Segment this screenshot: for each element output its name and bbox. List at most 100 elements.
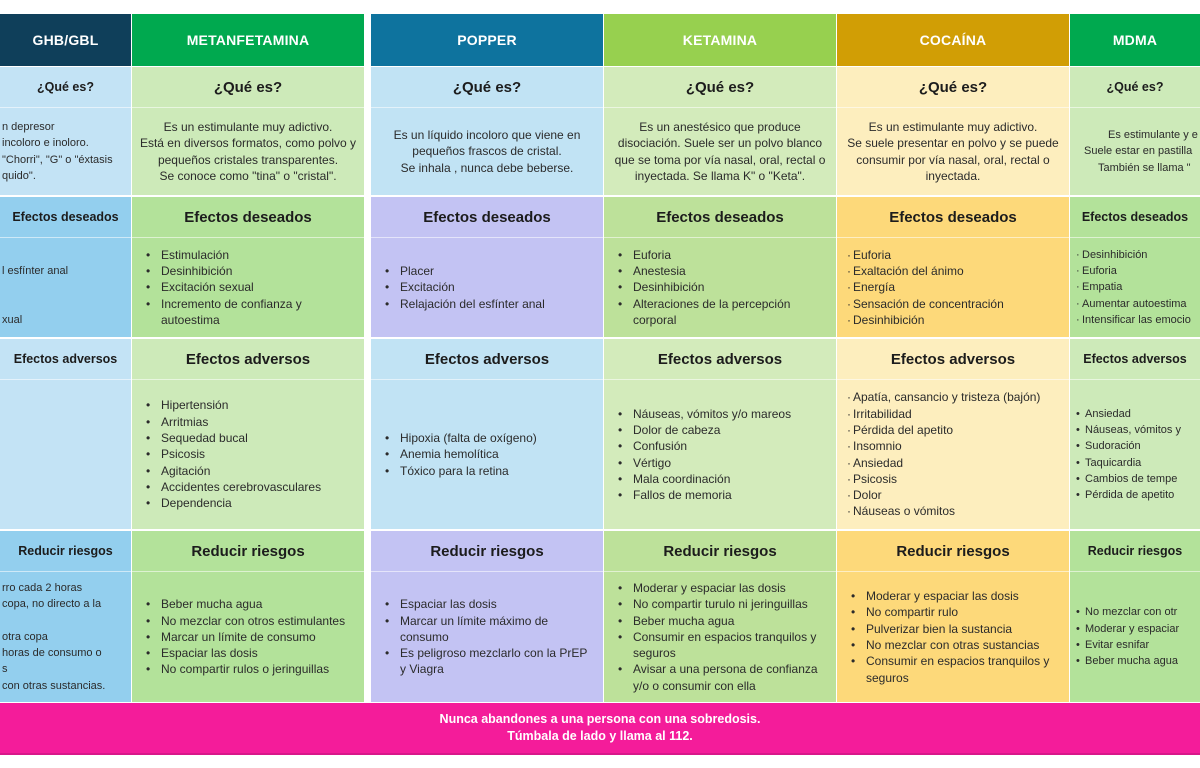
reduce-risks-title: Reducir riesgos <box>132 531 364 571</box>
adverse-effects-content: Náuseas, vómitos y/o mareosDolor de cabe… <box>604 379 836 529</box>
column-header: KETAMINA <box>604 14 836 66</box>
list-item: Dolor <box>847 487 1061 504</box>
reduce-risks-title: Reducir riesgos <box>1070 531 1200 571</box>
list-item: Empatia <box>1076 279 1198 296</box>
list-item: Excitación <box>385 279 595 296</box>
list-item: Desinhibición <box>618 279 828 296</box>
reduce-risks-content: No mezclar con otrModerar y espaciarEvit… <box>1070 571 1200 702</box>
desired-effects-list: DesinhibiciónEuforiaEmpatiaAumentar auto… <box>1070 247 1200 329</box>
text-line: Es estimulante y e <box>1108 129 1198 142</box>
list-item: Avisar a una persona de confianza y/o o … <box>618 661 828 694</box>
desired-effects-title: Efectos deseados <box>371 197 603 237</box>
list-item: Arritmias <box>146 414 356 431</box>
list-item: Insomnio <box>847 438 1061 455</box>
list-item: Hipertensión <box>146 397 356 414</box>
text-line: inyectada. <box>925 168 981 183</box>
text-line: consumir por vía nasal, oral, rectal o <box>856 152 1050 167</box>
list-item: Anestesia <box>618 263 828 280</box>
text-line <box>2 613 129 629</box>
desired-effects-list: EstimulaciónDesinhibiciónExcitación sexu… <box>132 247 364 328</box>
list-item: Consumir en espacios tranquilos y seguro… <box>851 653 1061 686</box>
reduce-risks-list: Moderar y espaciar las dosisNo compartir… <box>837 588 1069 686</box>
adverse-effects-content <box>0 379 131 529</box>
list-item: Marcar un límite de consumo <box>146 629 356 646</box>
list-item: Pérdida de apetito <box>1076 487 1198 504</box>
what-is-title: ¿Qué es? <box>1070 67 1200 107</box>
list-item: Cambios de tempe <box>1076 471 1198 488</box>
reduce-risks-content: Moderar y espaciar las dosisNo compartir… <box>837 571 1069 702</box>
text-line: xual <box>2 313 23 326</box>
column-metanfetamina: METANFETAMINA¿Qué es?Es un estimulante m… <box>132 14 364 704</box>
list-item: Espaciar las dosis <box>385 596 595 613</box>
list-item: Aumentar autoestima <box>1076 296 1198 313</box>
text-line: que se toma por vía nasal, oral, rectal … <box>614 152 826 167</box>
desired-effects-content: PlacerExcitaciónRelajación del esfínter … <box>371 237 603 337</box>
list-item: Desinhibición <box>1076 247 1198 264</box>
text-line: con otras sustancias. <box>2 679 106 692</box>
desired-effects-title: Efectos deseados <box>1070 197 1200 237</box>
list-item: Espaciar las dosis <box>146 645 356 662</box>
list-item: Energía <box>847 279 1061 296</box>
overdose-warning-banner: Nunca abandones a una persona con una so… <box>0 703 1200 755</box>
reduce-risks-content: Moderar y espaciar las dosisNo compartir… <box>604 571 836 702</box>
list-item: Euforia <box>847 247 1061 264</box>
reduce-risks-title: Reducir riesgos <box>0 531 131 571</box>
text-line <box>2 296 129 312</box>
text-line: También se llama " <box>1098 161 1191 174</box>
text-line: Se inhala , nunca debe beberse. <box>400 160 574 175</box>
what-is-content: Es un estimulante muy adictivo. Está en d… <box>132 107 364 195</box>
reduce-risks-title: Reducir riesgos <box>837 531 1069 571</box>
adverse-effects-content: Apatía, cansancio y tristeza (bajón)Irri… <box>837 379 1069 529</box>
adverse-effects-title: Efectos adversos <box>1070 339 1200 379</box>
desired-effects-title: Efectos deseados <box>132 197 364 237</box>
adverse-effects-title: Efectos adversos <box>0 339 131 379</box>
adverse-effects-content: AnsiedadNáuseas, vómitos ySudoraciónTaqu… <box>1070 379 1200 529</box>
list-item: Estimulación <box>146 247 356 264</box>
list-item: Dolor de cabeza <box>618 422 828 439</box>
text-line: Es un estimulante muy adictivo. <box>163 119 333 134</box>
desired-effects-title: Efectos deseados <box>604 197 836 237</box>
list-item: No mezclar con otr <box>1076 604 1198 621</box>
desired-effects-content: EuforiaExaltación del ánimoEnergíaSensac… <box>837 237 1069 337</box>
list-item: Fallos de memoria <box>618 487 828 504</box>
list-item: Es peligroso mezclarlo con la PrEP y Via… <box>385 645 595 678</box>
banner-line-1: Nunca abandones a una persona con una so… <box>439 712 761 726</box>
text-line: incoloro e inoloro. <box>2 137 89 150</box>
text-line: disociación. Suele ser un polvo blanco <box>617 136 823 151</box>
text-line: "Chorri", "G" o "éxtasis <box>2 153 113 166</box>
reduce-risks-list: Beber mucha aguaNo mezclar con otros est… <box>132 596 364 678</box>
desired-effects-content: DesinhibiciónEuforiaEmpatiaAumentar auto… <box>1070 237 1200 337</box>
list-item: Moderar y espaciar las dosis <box>618 580 828 597</box>
list-item: Náuseas, vómitos y <box>1076 422 1198 439</box>
what-is-title: ¿Qué es? <box>132 67 364 107</box>
adverse-effects-title: Efectos adversos <box>132 339 364 379</box>
list-item: Dependencia <box>146 495 356 512</box>
reduce-risks-content: Espaciar las dosisMarcar un límite máxim… <box>371 571 603 702</box>
text-line: pequeños frascos de cristal. <box>412 144 562 159</box>
reduce-risks-title: Reducir riesgos <box>604 531 836 571</box>
column-ketamina: KETAMINA¿Qué es?Es un anestésico que pro… <box>604 14 836 704</box>
list-item: Sensación de concentración <box>847 296 1061 313</box>
list-item: No mezclar con otros estimulantes <box>146 613 356 630</box>
text-line: s <box>2 663 8 676</box>
list-item: Psicosis <box>146 446 356 463</box>
desired-effects-title: Efectos deseados <box>0 197 131 237</box>
column-header: GHB/GBL <box>0 14 131 66</box>
text-line: Está en diversos formatos, como polvo y <box>139 136 357 151</box>
text-line: copa, no directo a la <box>2 598 102 611</box>
text-line: Es un estimulante muy adictivo. <box>868 119 1038 134</box>
desired-effects-content: EuforiaAnestesiaDesinhibiciónAlteracione… <box>604 237 836 337</box>
list-item: Euforia <box>1076 263 1198 280</box>
list-item: Accidentes cerebrovasculares <box>146 479 356 496</box>
list-item: Relajación del esfínter anal <box>385 296 595 313</box>
text-line: otra copa <box>2 630 48 643</box>
text-line <box>2 279 129 295</box>
list-item: Tóxico para la retina <box>385 463 595 480</box>
text-line: rro cada 2 horas <box>2 581 83 594</box>
text-line: Se suele presentar en polvo y se puede <box>847 136 1059 151</box>
text-line: inyectada. Se llama K" o "Keta". <box>634 168 806 183</box>
